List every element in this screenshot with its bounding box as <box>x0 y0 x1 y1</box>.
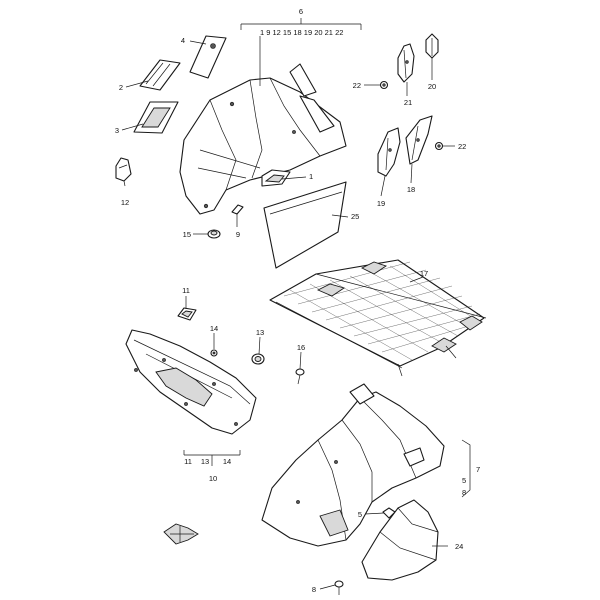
part-21-bracket <box>397 43 415 83</box>
callout-1: 1 <box>309 172 313 181</box>
part-17-cargo-net <box>269 259 487 377</box>
callout-10-item-11: 11 <box>184 457 192 466</box>
part-15-grommet <box>207 229 221 239</box>
part-20-bracket <box>425 33 439 59</box>
callout-19: 19 <box>377 199 385 208</box>
part-16-screw <box>295 368 305 385</box>
part-14-clip <box>210 349 218 357</box>
part-12-bracket <box>115 157 132 182</box>
callout-3: 3 <box>115 126 119 135</box>
callout-labels: 6 1 9 12 15 18 19 20 21 22 4 2 3 12 1 25… <box>115 7 480 594</box>
callout-5: 5 <box>358 510 362 519</box>
callout-12: 12 <box>121 198 129 207</box>
part-9-clip <box>231 204 244 215</box>
callout-11: 11 <box>182 286 190 295</box>
part-18-bracket <box>405 115 433 165</box>
callout-18: 18 <box>407 185 415 194</box>
callout-10-item-14: 14 <box>223 457 231 466</box>
callout-21: 21 <box>404 98 412 107</box>
callout-22-top: 22 <box>353 81 361 90</box>
callout-8: 8 <box>312 585 316 594</box>
callout-2: 2 <box>119 83 123 92</box>
manufacturer-logo <box>163 523 199 545</box>
callout-20: 20 <box>428 82 436 91</box>
part-22-nut-mid <box>434 141 444 151</box>
callout-25: 25 <box>351 212 359 221</box>
callout-22-mid: 22 <box>458 142 466 151</box>
callout-13: 13 <box>256 328 264 337</box>
part-22-nut-top <box>379 80 389 90</box>
part-6-side-trim <box>179 63 347 215</box>
callout-14: 14 <box>210 324 218 333</box>
part-4-cover <box>189 35 227 79</box>
callout-16: 16 <box>297 343 305 352</box>
callout-24: 24 <box>455 542 463 551</box>
callout-7: 7 <box>476 465 480 474</box>
callout-5-right: 5 <box>462 476 466 485</box>
callout-10-item-13: 13 <box>201 457 209 466</box>
part-3-frame <box>133 101 179 134</box>
callout-4: 4 <box>181 36 185 45</box>
part-10-loading-sill-trim <box>125 329 257 435</box>
callout-10: 10 <box>209 474 217 483</box>
callout-9: 9 <box>236 230 240 239</box>
part-25-panel <box>263 181 347 269</box>
callout-15: 15 <box>183 230 191 239</box>
part-13-cap <box>251 353 265 365</box>
part-2-panel <box>139 59 181 91</box>
part-24-foam-insert <box>361 499 439 581</box>
leader-lines <box>121 18 471 590</box>
part-7-wheelhouse-trim <box>261 383 445 547</box>
callout-8-right: 8 <box>462 488 466 497</box>
callout-17: 17 <box>420 269 428 278</box>
part-8-screw <box>334 580 344 595</box>
callout-6-items: 1 9 12 15 18 19 20 21 22 <box>260 28 343 37</box>
part-19-bracket <box>377 127 401 177</box>
callout-6: 6 <box>299 7 303 16</box>
part-11-clip <box>177 307 197 321</box>
